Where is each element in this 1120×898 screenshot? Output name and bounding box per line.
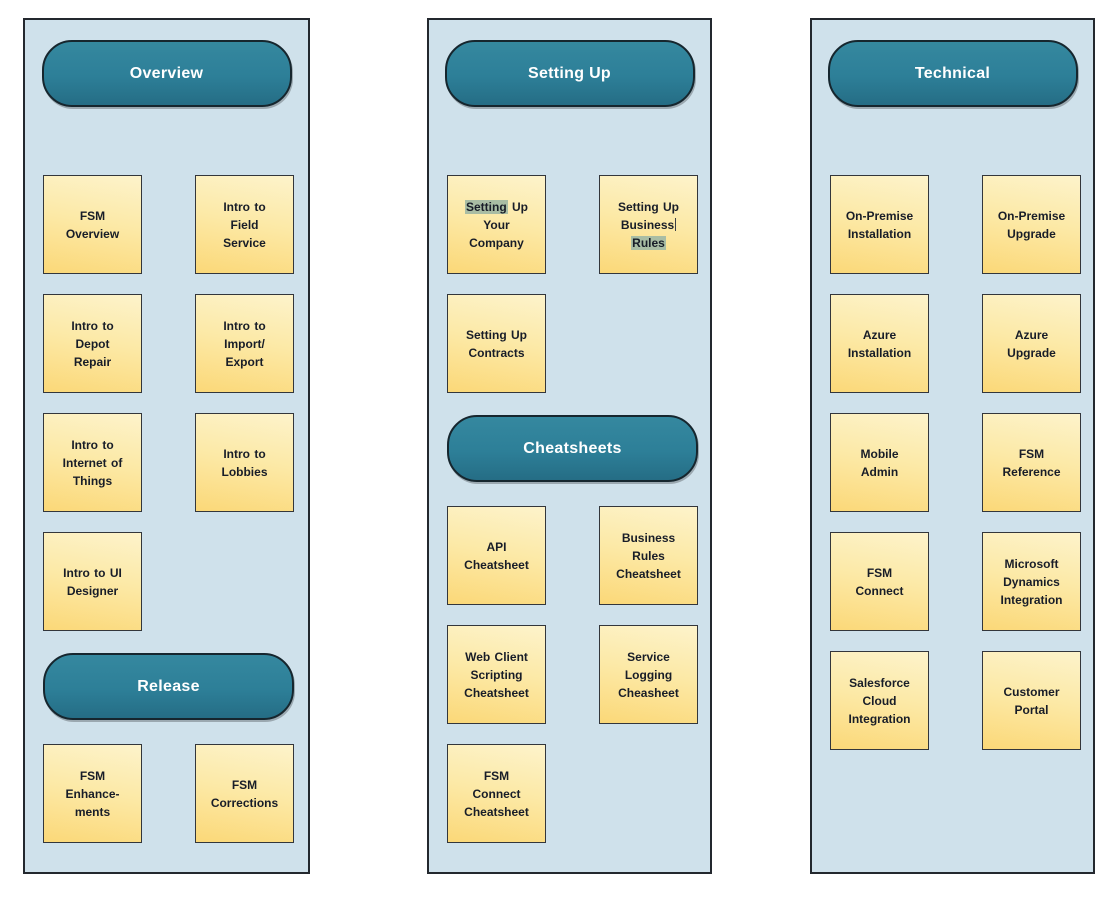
- card-intro-to-lobbies[interactable]: Intro to Lobbies: [195, 413, 294, 512]
- card-intro-to-import-export[interactable]: Intro to Import/ Export: [195, 294, 294, 393]
- card-service-logging-cheasheet[interactable]: Service Logging Cheasheet: [599, 625, 698, 724]
- card-fsm-enhancements[interactable]: FSM Enhance- ments: [43, 744, 142, 843]
- header-pill-release: Release: [43, 653, 294, 720]
- header-label-cheatsheets: Cheatsheets: [523, 439, 622, 457]
- header-label-overview: Overview: [129, 64, 204, 82]
- header-label-technical: Technical: [914, 64, 991, 82]
- card-intro-to-internet-of-things[interactable]: Intro to Internet of Things: [43, 413, 142, 512]
- technical-card-grid: On-Premise Installation On-Premise Upgra…: [830, 175, 1081, 750]
- setting-up-card-grid: Setting Up Your Company Setting Up Busin…: [447, 175, 698, 843]
- search-highlight: Rules: [631, 235, 666, 250]
- card-web-client-scripting-cheatsheet[interactable]: Web Client Scripting Cheatsheet: [447, 625, 546, 724]
- card-azure-upgrade[interactable]: Azure Upgrade: [982, 294, 1081, 393]
- search-highlight: Setting: [464, 199, 508, 214]
- card-on-premise-installation[interactable]: On-Premise Installation: [830, 175, 929, 274]
- card-mobile-admin[interactable]: Mobile Admin: [830, 413, 929, 512]
- card-on-premise-upgrade[interactable]: On-Premise Upgrade: [982, 175, 1081, 274]
- card-fsm-overview[interactable]: FSM Overview: [43, 175, 142, 274]
- header-pill-cheatsheets: Cheatsheets: [447, 415, 698, 482]
- header-pill-setting-up: Setting Up: [444, 40, 695, 107]
- card-fsm-connect-cheatsheet[interactable]: FSM Connect Cheatsheet: [447, 744, 546, 843]
- card-api-cheatsheet[interactable]: API Cheatsheet: [447, 506, 546, 605]
- card-salesforce-cloud-integration[interactable]: Salesforce Cloud Integration: [830, 651, 929, 750]
- card-setting-up-contracts[interactable]: Setting Up Contracts: [447, 294, 546, 393]
- card-customer-portal[interactable]: Customer Portal: [982, 651, 1081, 750]
- text-cursor: [675, 217, 677, 231]
- header-label-setting-up: Setting Up: [528, 64, 611, 82]
- header-label-release: Release: [137, 677, 200, 695]
- card-intro-to-ui-designer[interactable]: Intro to UI Designer: [43, 532, 142, 631]
- header-pill-technical: Technical: [827, 40, 1078, 107]
- card-fsm-connect[interactable]: FSM Connect: [830, 532, 929, 631]
- card-intro-to-depot-repair[interactable]: Intro to Depot Repair: [43, 294, 142, 393]
- panel-overview: Overview FSM Overview Intro to Field Ser…: [23, 18, 310, 874]
- panel-setting-up: Setting Up Setting Up Your Company Setti…: [427, 18, 712, 874]
- card-intro-to-field-service[interactable]: Intro to Field Service: [195, 175, 294, 274]
- panel-technical: Technical On-Premise Installation On-Pre…: [810, 18, 1095, 874]
- card-azure-installation[interactable]: Azure Installation: [830, 294, 929, 393]
- overview-card-grid: FSM Overview Intro to Field Service Intr…: [43, 175, 294, 843]
- card-business-rules-cheatsheet[interactable]: Business Rules Cheatsheet: [599, 506, 698, 605]
- card-fsm-reference[interactable]: FSM Reference: [982, 413, 1081, 512]
- card-setting-up-your-company[interactable]: Setting Up Your Company: [447, 175, 546, 274]
- header-pill-overview: Overview: [41, 40, 292, 107]
- card-fsm-corrections[interactable]: FSM Corrections: [195, 744, 294, 843]
- card-microsoft-dynamics-integration[interactable]: Microsoft Dynamics Integration: [982, 532, 1081, 631]
